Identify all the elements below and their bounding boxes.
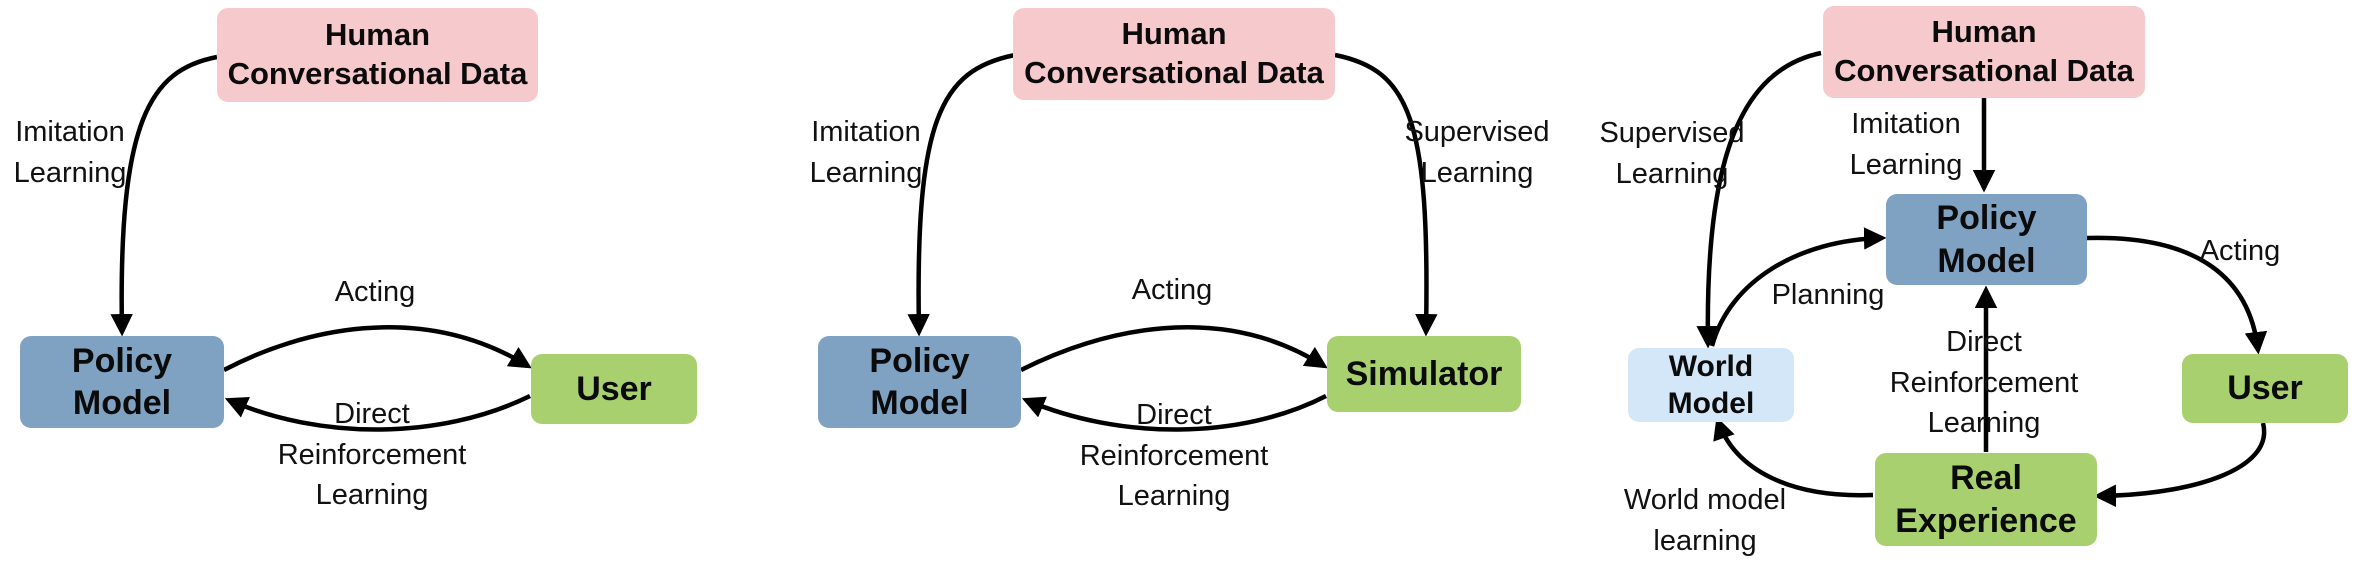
real-experience-box-right-label: Real Experience [1895, 459, 2077, 540]
human-data-box-middle: Human Conversational Data [1013, 8, 1335, 100]
supervised-learning-label-right: Supervised Learning [1599, 117, 1745, 190]
imitation-learning-label-right: Imitation Learning [1849, 108, 1963, 181]
human-data-box-middle-label: Human Conversational Data [1024, 16, 1324, 90]
policy-model-box-middle: Policy Model [818, 336, 1021, 428]
simulator-box-middle-label: Simulator [1345, 354, 1503, 393]
direct-rl-label-left: Direct Reinforcement Learning [277, 398, 467, 512]
user-box-right: User [2182, 354, 2348, 423]
arrow-right-user-to-real [2093, 422, 2267, 508]
world-model-learning-label-right: World model learning [1623, 484, 1787, 557]
real-experience-box-right: Real Experience [1875, 453, 2097, 546]
arrow-left-direct-rl [224, 393, 531, 432]
arrow-middle-supervised [1334, 52, 1438, 337]
acting-label-middle: Acting [1131, 274, 1213, 306]
supervised-learning-label-middle: Supervised Learning [1404, 116, 1550, 189]
user-box-right-label: User [2227, 369, 2303, 408]
arrow-left-imitation [110, 54, 218, 337]
arrow-right-world-model-learning [1713, 416, 1874, 498]
arrow-right-supervised [1696, 50, 1822, 349]
planning-label-right: Planning [1771, 279, 1885, 311]
arrow-right-acting [2086, 235, 2268, 355]
acting-label-left: Acting [334, 276, 416, 308]
arrow-left-acting [222, 325, 532, 372]
arrow-middle-imitation [907, 52, 1016, 337]
world-model-box-right-label: World Model [1667, 349, 1755, 421]
policy-model-box-left-label: Policy Model [71, 341, 173, 423]
policy-model-box-right-label: Policy Model [1936, 199, 2037, 280]
human-data-box-left: Human Conversational Data [217, 8, 538, 102]
arrow-middle-direct-rl [1021, 393, 1328, 432]
direct-rl-label-right: Direct Reinforcement Learning [1889, 326, 2079, 440]
direct-rl-label-middle: Direct Reinforcement Learning [1079, 399, 1269, 513]
arrow-right-planning [1709, 227, 1887, 347]
user-box-left: User [531, 354, 697, 424]
human-data-box-right: Human Conversational Data [1823, 6, 2145, 98]
policy-model-box-right: Policy Model [1886, 194, 2087, 285]
arrow-middle-acting [1019, 325, 1328, 373]
human-data-box-right-label: Human Conversational Data [1834, 14, 2134, 88]
simulator-box-middle: Simulator [1327, 336, 1521, 412]
imitation-learning-label-middle: Imitation Learning [809, 116, 923, 189]
user-box-left-label: User [576, 369, 652, 408]
imitation-learning-label-left: Imitation Learning [13, 116, 127, 189]
policy-model-box-left: Policy Model [20, 336, 224, 428]
policy-model-box-middle-label: Policy Model [869, 341, 970, 423]
human-data-box-left-label: Human Conversational Data [227, 17, 528, 91]
world-model-box-right: World Model [1628, 348, 1794, 422]
acting-label-right: Acting [2199, 235, 2281, 267]
